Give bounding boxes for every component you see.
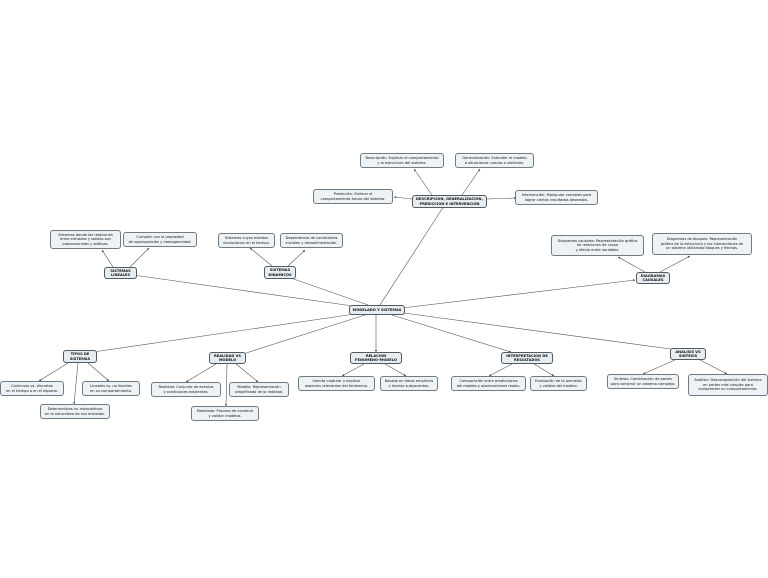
link-root-dinamicos — [284, 275, 369, 306]
node-sintesis-def[interactable]: Síntesis: Combinación de partes para con… — [607, 374, 679, 389]
link-diag-a — [617, 256, 646, 273]
link-din-a — [249, 247, 273, 267]
node-interpretacion-evaluacion[interactable]: Evaluación de la precisión y validez del… — [530, 376, 587, 391]
link-root-realidad — [242, 314, 366, 355]
link-rel-b — [384, 363, 407, 377]
link-desc-descripcion — [413, 168, 433, 196]
link-an-b — [699, 359, 728, 375]
node-lineales-relaciones[interactable]: Sistemas donde las relaciones entre entr… — [50, 230, 121, 249]
link-root-desc — [379, 205, 445, 306]
link-real-a — [185, 363, 217, 383]
node-sistemas-lineales[interactable]: SISTEMAS LINEALES — [104, 267, 137, 279]
link-real-b — [235, 363, 259, 383]
link-din-b — [287, 249, 306, 267]
node-descripcion-generalizacion[interactable]: DESCRIPCION, GENERALIZACION, PREDICCION … — [412, 195, 487, 208]
link-desc-generalizacion — [461, 168, 481, 196]
node-realidad-def[interactable]: Realidad: Conjunto de eventos y condicio… — [151, 382, 221, 397]
link-tipos-a — [38, 362, 69, 382]
node-relacion-datos[interactable]: Basado en datos empíricos y teorías suby… — [380, 376, 438, 391]
node-lineales-superposicion[interactable]: Cumplen con la propiedad de superposició… — [123, 232, 197, 247]
node-sistemas-dinamicos[interactable]: SISTEMAS DINAMICOS — [264, 266, 296, 279]
node-tipos-continuos[interactable]: Continuos vs. discretos en el tiempo o e… — [0, 381, 64, 396]
node-interpretacion-resultados[interactable]: INTERPRETACION DE RESULTADOS — [501, 352, 553, 364]
link-root-interpretacion — [391, 314, 512, 353]
node-interpretacion-comparacion[interactable]: Comparación entre predicciones del model… — [451, 376, 526, 391]
node-analisis-def[interactable]: Análisis: Descomposición del sistema en … — [688, 374, 768, 396]
node-realidad-vs-modelo[interactable]: REALIDAD VS MODELO — [209, 352, 246, 364]
link-desc-intervencion — [486, 196, 517, 200]
link-root-diagramas — [401, 279, 636, 309]
link-desc-prediccion — [393, 196, 413, 200]
node-analisis-vs-sintesis[interactable]: ANALISIS VS SINTESIS — [670, 348, 706, 360]
node-tipos-de-sistemas[interactable]: TIPOS DE SISTEMAS — [63, 350, 97, 363]
node-relacion-fenomeno-modelo[interactable]: RELACION FENOMENO-MODELO — [350, 352, 402, 364]
link-int-a — [488, 363, 513, 377]
link-root-lineales — [132, 274, 361, 308]
link-tipos-b — [87, 362, 110, 382]
node-tipos-lineales[interactable]: Lineales vs. no lineales en su comportam… — [82, 381, 140, 396]
link-int-b — [533, 363, 555, 377]
link-tipos-c — [73, 362, 79, 405]
node-intervencion[interactable]: Intervención: Manipular variables para l… — [515, 190, 598, 205]
node-dinamicos-condiciones[interactable]: Dependencia de condiciones iniciales y r… — [280, 233, 343, 248]
node-prediccion[interactable]: Predicción: Estimar el comportamiento fu… — [313, 189, 393, 204]
link-lin-a — [101, 249, 114, 268]
node-generalizacion[interactable]: Generalización: Extender el modelo a sit… — [455, 153, 534, 168]
node-modelado-y-sistemas[interactable]: MODELADO Y SISTEMAS — [349, 305, 405, 315]
node-modelo-def[interactable]: Modelo: Representación simplificada de l… — [229, 382, 289, 397]
node-diagramas-causales-def[interactable]: Diagramas causales: Representación gráfi… — [551, 235, 644, 256]
node-diagramas-bloques-def[interactable]: Diagramas de bloques: Representación grá… — [652, 233, 752, 255]
link-lin-b — [129, 247, 150, 268]
link-root-analisis — [403, 312, 679, 351]
node-diagramas-causales[interactable]: DIAGRAMAS CAUSALES — [636, 272, 670, 284]
link-rel-a — [341, 363, 365, 377]
link-root-tipos — [92, 313, 356, 353]
link-diag-b — [659, 255, 691, 273]
node-descripcion[interactable]: Descripción: Explicar el comportamiento … — [360, 153, 444, 168]
node-dinamicos-estados[interactable]: Sistemas cuyos estados evolucionan en el… — [218, 233, 275, 248]
link-an-a — [642, 359, 676, 375]
node-relacion-capturar[interactable]: Intenta capturar y explicar aspectos rel… — [298, 376, 375, 391]
link-real-c — [224, 363, 228, 407]
node-modelado-def[interactable]: Modelado: Proceso de construir y validar… — [191, 406, 259, 421]
node-tipos-deterministas[interactable]: Deterministas vs. estocásticos en la nat… — [40, 404, 110, 419]
